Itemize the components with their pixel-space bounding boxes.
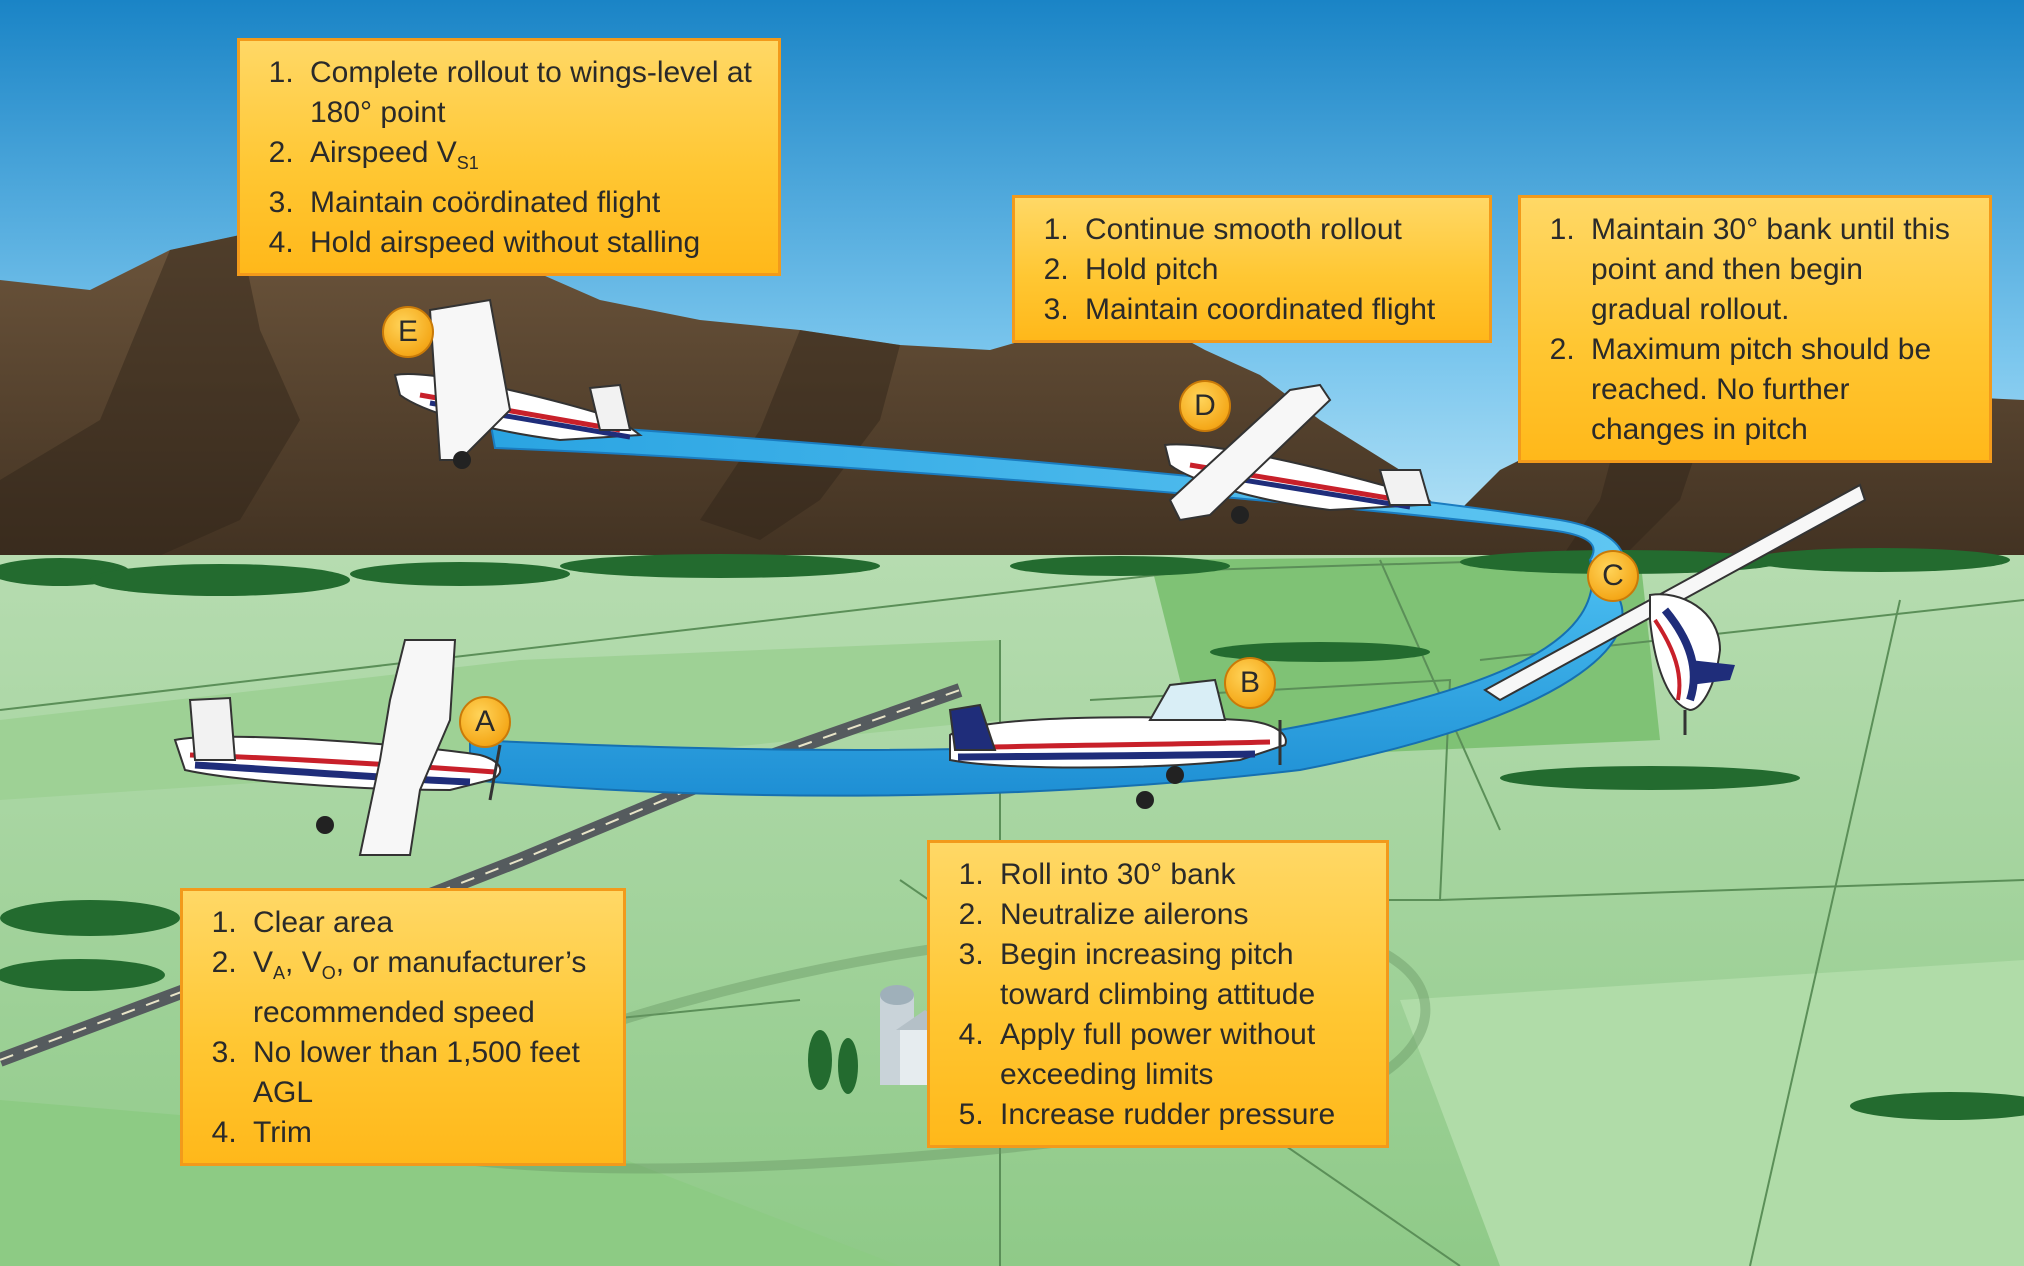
note-a-step-4: Trim bbox=[245, 1113, 603, 1153]
marker-a: A bbox=[459, 696, 511, 748]
tree-rows bbox=[0, 548, 2024, 1120]
note-c-step-2: Maximum pitch should be reached. No furt… bbox=[1583, 330, 1969, 450]
note-e-step-2-text: Airspeed V bbox=[310, 136, 457, 169]
marker-d: D bbox=[1179, 380, 1231, 432]
airplane-d bbox=[1163, 383, 1432, 524]
field-patch bbox=[1400, 960, 2024, 1266]
marker-e: E bbox=[382, 306, 434, 358]
note-a-step-2: VA, VO, or manufacturer’s recommended sp… bbox=[245, 943, 603, 1033]
note-a-step-2-sub-a: A bbox=[273, 963, 286, 983]
note-e-step-2-subscript: S1 bbox=[456, 153, 479, 173]
note-e-step-2: Airspeed VS1 bbox=[302, 133, 758, 183]
note-a-step-2-sub-o: O bbox=[321, 963, 336, 983]
note-e-step-4: Hold airspeed without stalling bbox=[302, 223, 758, 263]
note-d-step-2: Hold pitch bbox=[1077, 250, 1469, 290]
note-d-step-3: Maintain coordinated flight bbox=[1077, 290, 1469, 330]
airplane-c bbox=[1483, 483, 1867, 735]
airplane-e bbox=[393, 298, 643, 469]
note-e-step-1: Complete rollout to wings-level at 180° … bbox=[302, 53, 758, 133]
note-c-step-1: Maintain 30° bank until this point and t… bbox=[1583, 210, 1969, 330]
note-b: Roll into 30° bank Neutralize ailerons B… bbox=[927, 840, 1389, 1148]
note-d-step-1: Continue smooth rollout bbox=[1077, 210, 1469, 250]
note-a-step-1: Clear area bbox=[245, 903, 603, 943]
note-e-step-3: Maintain coördinated flight bbox=[302, 183, 758, 223]
note-a-step-2-sep: , V bbox=[285, 946, 322, 979]
note-b-step-5: Increase rudder pressure bbox=[992, 1095, 1366, 1135]
marker-c: C bbox=[1587, 550, 1639, 602]
road-centerline bbox=[0, 689, 961, 1061]
note-a-step-2-v: V bbox=[253, 946, 274, 979]
note-b-step-3: Begin increasing pitch toward climbing a… bbox=[992, 935, 1366, 1015]
note-e: Complete rollout to wings-level at 180° … bbox=[237, 38, 781, 276]
note-c: Maintain 30° bank until this point and t… bbox=[1518, 195, 1992, 463]
note-b-step-2: Neutralize ailerons bbox=[992, 895, 1366, 935]
note-b-step-4: Apply full power without exceeding limit… bbox=[992, 1015, 1366, 1095]
mountains bbox=[0, 235, 2024, 600]
airplane-a bbox=[173, 639, 502, 856]
note-d: Continue smooth rollout Hold pitch Maint… bbox=[1012, 195, 1492, 343]
note-a: Clear area VA, VO, or manufacturer’s rec… bbox=[180, 888, 626, 1166]
mountain-shading bbox=[0, 235, 1700, 560]
note-b-step-1: Roll into 30° bank bbox=[992, 855, 1366, 895]
airplane-b bbox=[948, 678, 1287, 809]
note-a-step-3: No lower than 1,500 feet AGL bbox=[245, 1033, 603, 1113]
marker-b: B bbox=[1224, 657, 1276, 709]
note-a-step-2-rest: , or manufacturer’s recommended speed bbox=[253, 946, 587, 1029]
